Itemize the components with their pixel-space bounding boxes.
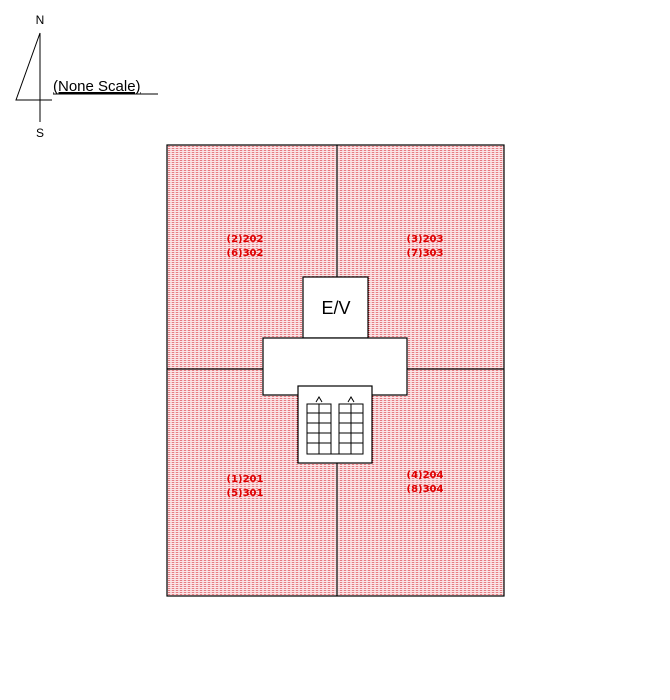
compass-south-label: S — [36, 126, 44, 140]
unit-number: (6)302 — [227, 248, 264, 259]
compass-north-label: N — [36, 13, 45, 27]
unit-number: (2)202 — [227, 234, 264, 245]
elevator-shaft — [302, 276, 369, 339]
north-arrow-icon — [15, 32, 52, 122]
elevator-label: E/V — [321, 298, 350, 318]
stair-icon — [306, 396, 364, 455]
unit-number: (4)204 — [407, 470, 444, 481]
stairwell — [297, 385, 373, 464]
unit-label-top-left: (2)202 (6)302 — [227, 234, 264, 259]
unit-number: (1)201 — [227, 474, 264, 485]
building-core — [262, 276, 408, 464]
scale-note: (None Scale) — [53, 78, 141, 95]
unit-number: (5)301 — [227, 488, 264, 499]
unit-label-top-right: (3)203 (7)303 — [407, 234, 444, 259]
unit-number: (7)303 — [407, 248, 444, 259]
unit-label-bottom-right: (4)204 (8)304 — [407, 470, 444, 495]
unit-number: (3)203 — [407, 234, 444, 245]
unit-label-bottom-left: (1)201 (5)301 — [227, 474, 264, 499]
unit-number: (8)304 — [407, 484, 444, 495]
